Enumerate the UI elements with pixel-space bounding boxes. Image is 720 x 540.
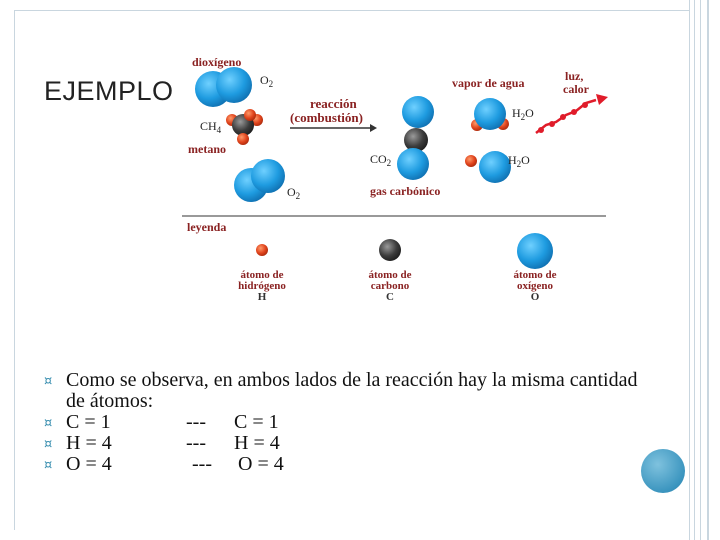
- bullet-mark-icon: ¤: [44, 458, 53, 473]
- label-o2-top: O2: [260, 73, 274, 89]
- label-co2: CO2: [370, 152, 392, 168]
- legend-carbon-atom: [379, 239, 401, 261]
- co2-molecule: [397, 96, 434, 180]
- bullet-list: ¤ Como se observa, en ambos lados de la …: [44, 370, 644, 475]
- water-molecule-bottom: [465, 151, 511, 183]
- label-vapor-de-agua: vapor de agua: [452, 76, 525, 90]
- equation-sep: ---: [186, 411, 206, 433]
- slide-title: EJEMPLO: [44, 76, 174, 106]
- label-h2o-bottom: H2O: [508, 153, 530, 169]
- frame-right-line-2: [694, 0, 695, 540]
- label-leyenda: leyenda: [187, 220, 227, 234]
- frame-left-line: [14, 10, 15, 530]
- frame-right-line-4: [707, 0, 709, 540]
- label-ch4: CH4: [200, 119, 222, 135]
- label-calor: calor: [563, 82, 589, 96]
- label-h2o-top: H2O: [512, 106, 534, 122]
- frame-right-line-3: [700, 0, 701, 540]
- water-molecule-top: [471, 98, 509, 131]
- frame-top-line: [14, 10, 690, 11]
- label-luz: luz,: [565, 69, 584, 83]
- reaction-svg: [182, 67, 608, 269]
- bullet-mark-icon: ¤: [44, 374, 53, 389]
- label-dioxigeno: dioxígeno: [192, 55, 242, 69]
- decorative-circle: [641, 449, 685, 493]
- equation-right: H = 4: [234, 432, 280, 454]
- label-metano: metano: [188, 142, 226, 156]
- methane-molecule: [226, 109, 263, 145]
- label-o2-bottom: O2: [287, 185, 301, 201]
- equation-left: C = 1: [66, 411, 111, 433]
- equation-sep: ---: [186, 432, 206, 454]
- equation-right: O = 4: [238, 453, 284, 475]
- bullet-item: ¤ Como se observa, en ambos lados de la …: [44, 370, 644, 412]
- frame-right-line-1: [689, 0, 690, 540]
- label-gas-carbonico: gas carbónico: [370, 184, 441, 198]
- o2-molecule-bottom: [234, 159, 285, 202]
- label-combustion: (combustión): [290, 110, 363, 125]
- legend-hydrogen-atom: [256, 244, 268, 256]
- legend-oxygen-atom: [517, 233, 553, 269]
- equation-right: C = 1: [234, 411, 279, 433]
- legend-carbon-caption: átomo de carbono C: [368, 269, 412, 303]
- legend-oxygen-caption: átomo de oxígeno O: [513, 269, 557, 303]
- bullet-item: ¤ C = 1 --- C = 1: [44, 412, 644, 433]
- equation-left: O = 4: [66, 453, 112, 475]
- bullet-mark-icon: ¤: [44, 437, 53, 452]
- equation-sep: ---: [192, 453, 212, 475]
- label-reaccion: reacción: [310, 96, 357, 111]
- equation-left: H = 4: [66, 432, 112, 454]
- legend-hydrogen-caption: átomo de hidrógeno H: [238, 269, 286, 303]
- heat-arrow: [535, 94, 608, 134]
- bullet-text: Como se observa, en ambos lados de la re…: [66, 369, 638, 412]
- bullet-mark-icon: ¤: [44, 416, 53, 431]
- o2-molecule-top: [195, 67, 252, 107]
- reaction-diagram: dioxígeno O2 CH4 metano O2 reacción (com…: [182, 55, 608, 303]
- bullet-item: ¤ H = 4 --- H = 4: [44, 433, 644, 454]
- bullet-item: ¤ O = 4 --- O = 4: [44, 454, 644, 475]
